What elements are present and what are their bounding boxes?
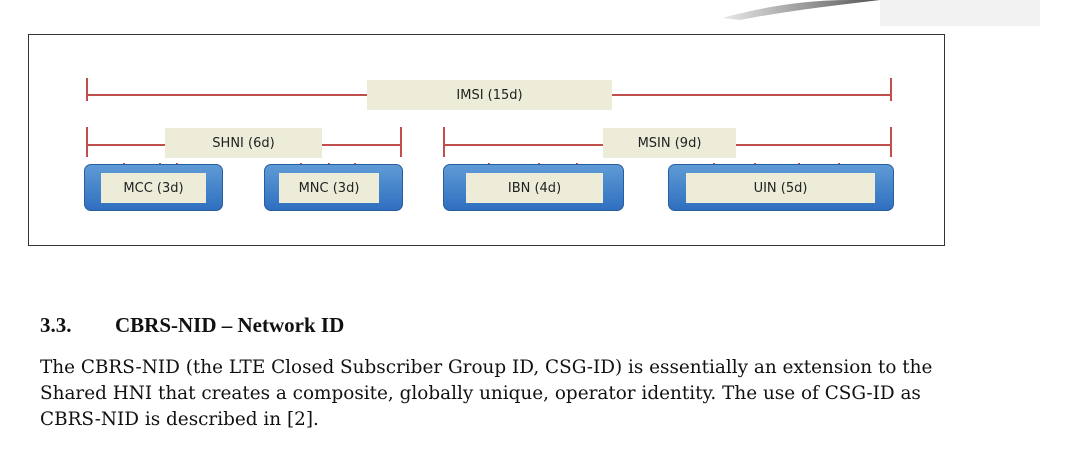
section-heading: 3.3. CBRS-NID – Network ID — [40, 313, 344, 338]
section-number: 3.3. — [40, 313, 72, 337]
ibn-field-label: IBN (4d) — [466, 173, 603, 203]
imsi-bracket-label: IMSI (15d) — [367, 80, 612, 110]
uin-field-label: UIN (5d) — [686, 173, 875, 203]
section-title: CBRS-NID – Network ID — [115, 313, 345, 337]
logo-swoosh-graphic — [722, 0, 1040, 26]
body-line: The CBRS-NID (the LTE Closed Subscriber … — [40, 357, 933, 378]
shni-bracket-label: SHNI (6d) — [165, 128, 322, 158]
body-line: CBRS-NID is described in [2]. — [40, 409, 319, 430]
mnc-field-label: MNC (3d) — [279, 173, 379, 203]
section-body-paragraph: The CBRS-NID (the LTE Closed Subscriber … — [40, 355, 1040, 433]
msin-bracket-label: MSIN (9d) — [603, 128, 736, 158]
mcc-field-label: MCC (3d) — [101, 173, 206, 203]
body-line: Shared HNI that creates a composite, glo… — [40, 383, 921, 404]
imsi-structure-figure: IMSI (15d) SHNI (6d) MSIN (9d) MCC (3d) … — [28, 34, 945, 246]
